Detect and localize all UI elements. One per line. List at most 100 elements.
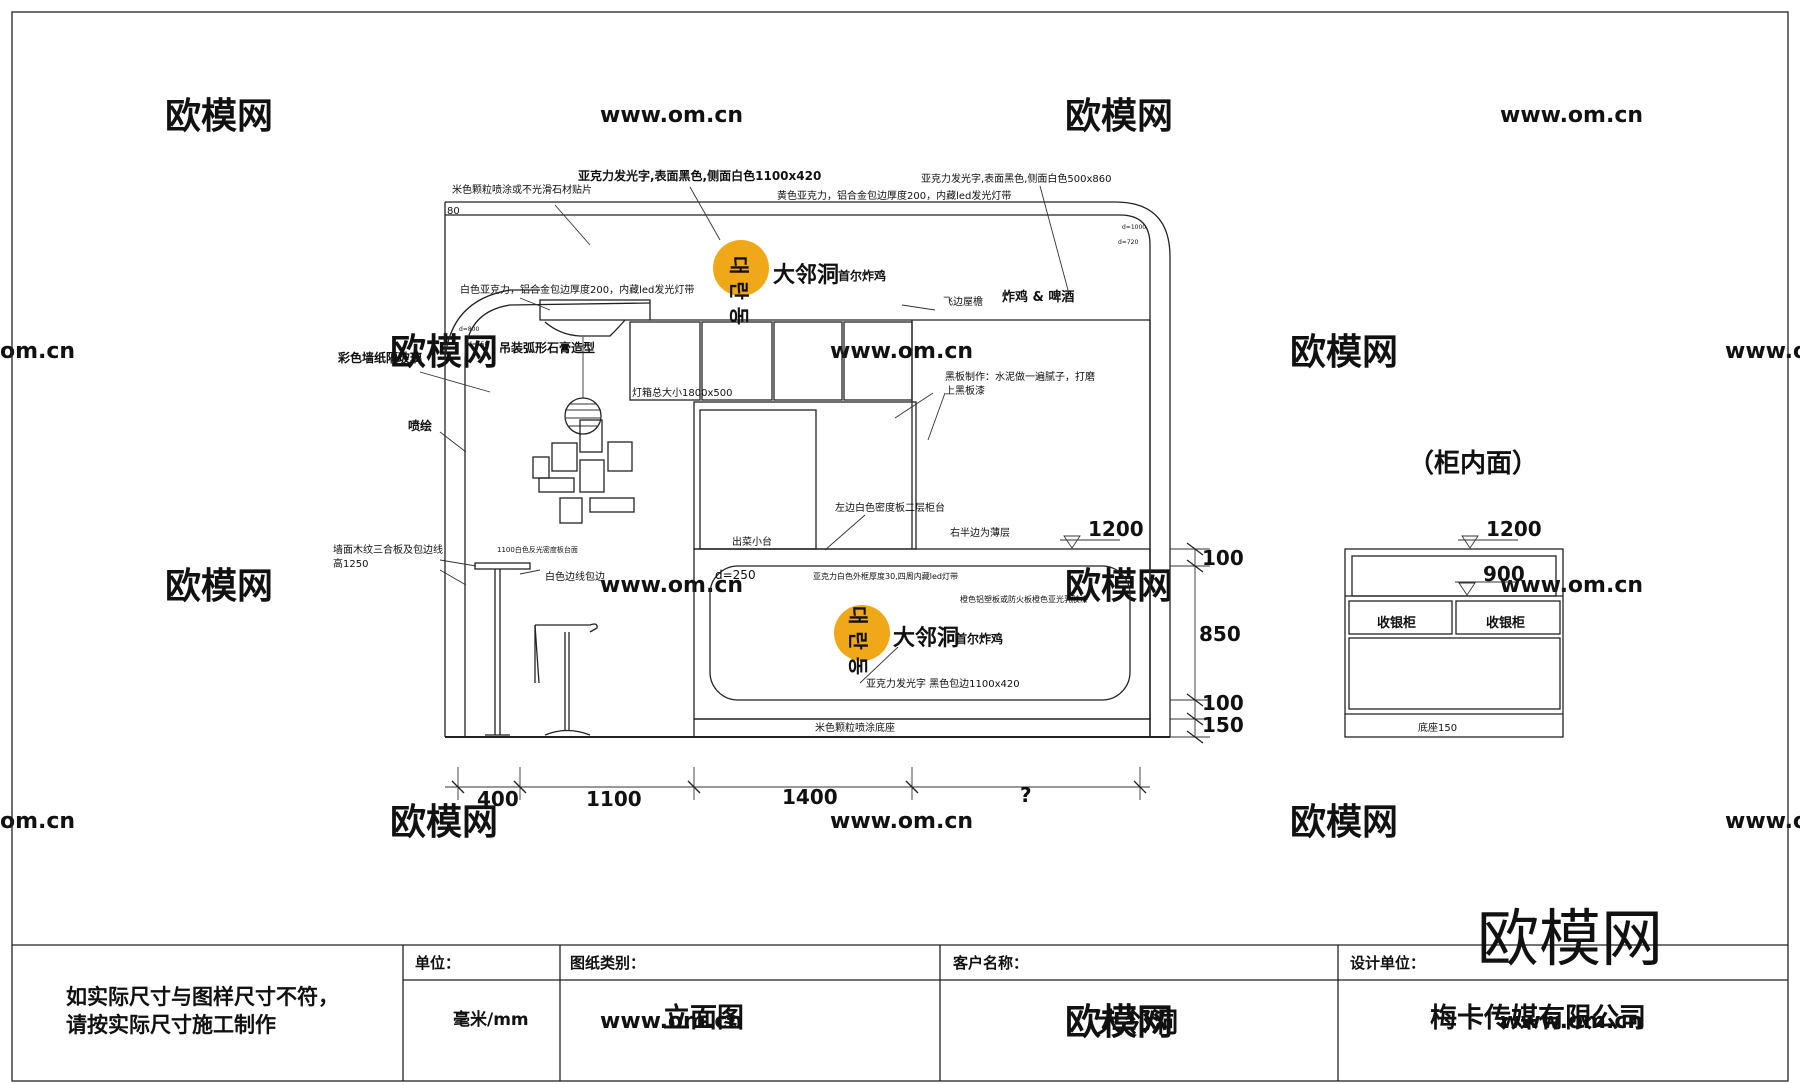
note-blackboard-2: 上黑板漆 — [945, 384, 985, 397]
note-right-half: 右半边为薄层 — [950, 526, 1010, 539]
dim-bottom-400: 400 — [477, 787, 519, 811]
watermark-url: om.cn — [0, 809, 75, 834]
note-acrylic-side: 亚克力发光字,表面黑色,侧面白色500x860 — [921, 172, 1111, 185]
logo-korean: 대 란 동 — [727, 256, 751, 325]
watermark-text: 欧模网 — [1290, 332, 1398, 373]
note-tabletop: 1100白色反光密度板台面 — [497, 545, 578, 554]
cabinet-inner-view: （柜内面） 1200 900 收银柜 收银柜 底座150 — [1344, 449, 1564, 738]
corner-watermark: 欧模网 — [1477, 902, 1663, 975]
note-wall-wood-2: 高1250 — [333, 557, 368, 570]
dim-bottom-1400: 1400 — [782, 785, 838, 809]
watermark-url: www.om.cn — [600, 1009, 743, 1034]
dim-bottom-unknown: ? — [1020, 783, 1032, 807]
watermark-text: 欧模网 — [165, 566, 273, 607]
dim-right-100b: 100 — [1202, 691, 1244, 715]
title-block: 如实际尺寸与图样尺寸不符， 请按实际尺寸施工制作 单位： 毫米/mm 图纸类别：… — [12, 944, 1788, 1081]
note-base: 米色颗粒喷涂底座 — [815, 721, 895, 734]
note-left-cabinet: 左边白色密度板二层柜台 — [835, 501, 945, 514]
logo-cn-name: 大邻洞 — [773, 262, 839, 288]
client-label: 客户名称： — [952, 954, 1028, 972]
dim-counter-level: 1200 — [1088, 517, 1144, 541]
watermark-url: www.om.cn — [830, 339, 973, 364]
cabinet-drawer-right: 收银柜 — [1486, 615, 1525, 631]
note-hanging-gypsum: 吊装弧形石膏造型 — [499, 340, 595, 355]
watermark-text: 欧模网 — [1065, 96, 1173, 137]
cabinet-dim-top: 1200 — [1486, 517, 1542, 541]
note-inkjet: 喷绘 — [408, 418, 432, 433]
sheet-border — [11, 11, 1789, 1082]
watermark-text: 欧模网 — [1065, 1002, 1173, 1043]
client-value: 大邻洞 — [1097, 1008, 1178, 1039]
side-sign-text: 炸鸡 & 啤酒 — [1002, 289, 1074, 305]
watermark-url: www.om.cn — [1500, 1009, 1643, 1034]
note-frame: 亚克力白色外框厚度30,四周内藏led灯带 — [813, 571, 958, 581]
cabinet-base: 底座150 — [1418, 721, 1457, 734]
note-80: 80 — [447, 206, 460, 217]
watermark-url: www.om.cn — [600, 573, 743, 598]
watermark-url: om.cn — [0, 339, 75, 364]
right-dimensions: 100 850 100 150 — [1170, 542, 1244, 744]
store-structure — [444, 201, 1171, 738]
watermark-text: 欧模网 — [390, 802, 498, 843]
note-d250: d=250 — [715, 568, 756, 582]
watermark-url: www.om.cn — [1725, 809, 1800, 834]
dim-right-850: 850 — [1199, 622, 1241, 646]
watermark-url: www.om.cn — [600, 103, 743, 128]
note-serving: 出菜小台 — [732, 535, 772, 548]
note-d800: d=800 — [459, 326, 479, 333]
counter-logo: 대 란 동 大邻洞 首尔炸鸡 — [834, 605, 1003, 675]
note-d550: d=550 — [468, 341, 488, 348]
note-color-glass: 彩色墙纸隔玻璃 — [337, 350, 422, 365]
note-blackboard-1: 黑板制作：水泥做一遍腻子，打磨 — [945, 370, 1095, 383]
cabinet-drawer-left: 收银柜 — [1377, 615, 1416, 631]
designer-label: 设计单位： — [1350, 954, 1425, 972]
note-white-acrylic: 白色亚克力，铝合金包边厚度200，内藏led发光灯带 — [460, 283, 694, 296]
watermark-text: 欧模网 — [390, 332, 498, 373]
cabinet-title: （柜内面） — [1408, 449, 1538, 479]
counter-level-mark: 1200 — [1060, 517, 1144, 549]
watermark-text: 欧模网 — [1290, 802, 1398, 843]
note-yellow-acrylic: 黄色亚克力，铝合金包边厚度200，内藏led发光灯带 — [777, 189, 1011, 202]
logo-subtitle: 首尔炸鸡 — [955, 631, 1003, 646]
logo-circle — [834, 605, 890, 661]
bottom-dimensions: 400 1100 1400 ? — [445, 767, 1150, 811]
note-d1000: d=1000 — [1122, 224, 1146, 231]
notice-line1: 如实际尺寸与图样尺寸不符， — [66, 985, 339, 1009]
note-d720: d=720 — [1118, 239, 1138, 246]
bar-stool — [534, 623, 598, 736]
dim-right-150: 150 — [1202, 713, 1244, 737]
note-lightbox: 灯箱总大小1800x500 — [632, 386, 732, 399]
logo-circle — [713, 240, 769, 296]
logo-cn-name: 大邻洞 — [893, 625, 959, 651]
note-counter-letters: 亚克力发光字 黑色包边1100x420 — [866, 677, 1020, 690]
unit-label: 单位： — [415, 954, 460, 972]
cabinet-dim-inner: 900 — [1483, 562, 1525, 586]
lantern-decoration — [564, 337, 602, 435]
bar-table — [474, 562, 531, 736]
notice-line2: 请按实际尺寸施工制作 — [66, 1013, 276, 1037]
watermark-url: www.om.cn — [830, 809, 973, 834]
category-label: 图纸类别： — [570, 954, 645, 972]
watermark-layer: 欧模网 www.om.cn 欧模网 www.om.cn om.cn 欧模网 ww… — [0, 96, 1800, 1043]
unit-value: 毫米/mm — [453, 1009, 529, 1030]
designer-value: 梅卡传媒有限公司 — [1430, 1002, 1646, 1034]
watermark-text: 欧模网 — [1065, 566, 1173, 607]
note-white-edge: 白色边线包边 — [545, 570, 605, 583]
note-orange-panel: 橙色铝塑板或防火板橙色亚光乳胶漆 — [960, 594, 1088, 604]
category-value: 立面图 — [663, 1002, 744, 1034]
watermark-url: www.om.cn — [1500, 103, 1643, 128]
leader-lines — [419, 185, 1069, 684]
watermark-url: www.om.cn — [1500, 573, 1643, 598]
note-acrylic-main: 亚克力发光字,表面黑色,侧面白色1100x420 — [578, 168, 821, 183]
note-flying-eave: 飞边屋檐 — [943, 295, 983, 308]
annotations: 亚克力发光字,表面黑色,侧面白色1100x420 米色颗粒喷涂或不光滑石材贴片 … — [333, 168, 1146, 734]
logo-subtitle: 首尔炸鸡 — [838, 268, 886, 283]
note-wall-wood-1: 墙面木纹三合板及包边线 — [333, 543, 443, 556]
main-sign-logo: 대 란 동 大邻洞 首尔炸鸡 — [713, 240, 886, 325]
watermark-text: 欧模网 — [165, 96, 273, 137]
dim-bottom-1100: 1100 — [586, 787, 642, 811]
watermark-url: www.om.cn — [1725, 339, 1800, 364]
note-beige-spray: 米色颗粒喷涂或不光滑石材贴片 — [452, 183, 592, 196]
photo-frames — [532, 419, 635, 524]
